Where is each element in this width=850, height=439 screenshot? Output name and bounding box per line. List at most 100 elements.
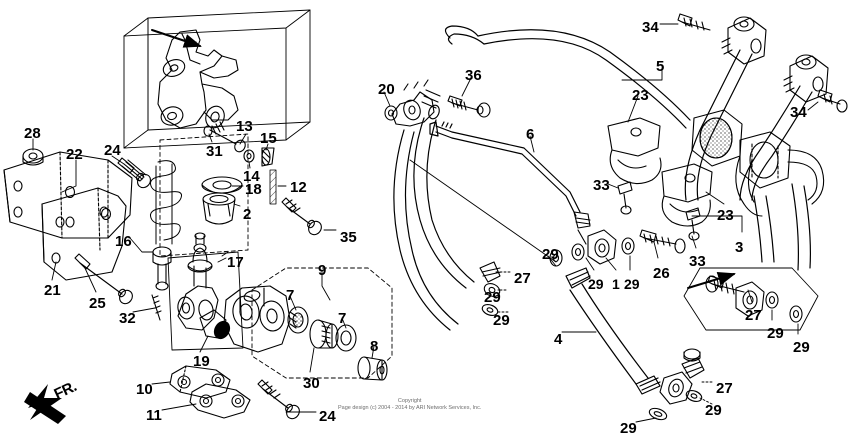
- callout-5: 5: [656, 58, 665, 75]
- part-36-bolt: [447, 95, 491, 118]
- callout-7b: 7: [338, 310, 347, 327]
- hose-left-descend: [413, 117, 475, 289]
- callout-28: 28: [24, 125, 41, 142]
- callout-12: 12: [290, 179, 307, 196]
- callout-1: 1: [612, 276, 620, 292]
- group-box-bottom-right: [683, 267, 819, 331]
- part-18-seal: [201, 176, 243, 194]
- banjo-set-right-upper: [705, 275, 803, 323]
- callout-20: 20: [378, 81, 395, 98]
- callout-29i: 29: [620, 420, 637, 437]
- hose-junction-block: [691, 109, 825, 217]
- callout-22: 22: [66, 146, 83, 163]
- direction-arrow-right: [687, 271, 736, 289]
- part-34a-bolt: [677, 13, 711, 31]
- part-24-bolt: [117, 157, 151, 189]
- part-25-bolt: [74, 253, 133, 305]
- callout-18: 18: [245, 181, 262, 198]
- callout-34a: 34: [642, 19, 659, 36]
- part-caliper: [223, 285, 291, 353]
- callout-27b: 27: [745, 307, 762, 324]
- bracket-22: [3, 151, 133, 239]
- part-14-ball: [243, 149, 255, 163]
- part-30-piston: [309, 319, 339, 349]
- group-box-17-solid: [167, 251, 244, 351]
- callout-9: 9: [318, 262, 327, 279]
- callout-23a: 23: [632, 87, 649, 104]
- bracket-21: [41, 187, 127, 281]
- callout-14: 14: [243, 168, 260, 185]
- callout-27c: 27: [716, 380, 733, 397]
- callout-29b: 29: [588, 276, 604, 292]
- part-7a-seal: [287, 306, 309, 334]
- hose-fitting-27-center: [479, 261, 502, 316]
- part-13-pin: [209, 121, 246, 153]
- callout-29f: 29: [767, 325, 784, 342]
- callout-33a: 33: [593, 177, 610, 194]
- callout-29c: 29: [624, 276, 640, 292]
- part-31-washer: [203, 125, 213, 137]
- callout-17: 17: [227, 254, 244, 271]
- part-29-washers-center: [549, 237, 635, 267]
- part-7b-seal: [335, 324, 357, 352]
- callout-4: 4: [554, 331, 563, 348]
- part-15-cap: [261, 147, 275, 167]
- callout-30: 30: [303, 375, 320, 392]
- part-6-pipe: [429, 121, 581, 217]
- part-24b-bolt: [257, 379, 300, 420]
- callout-29a: 29: [542, 246, 559, 263]
- hose-left-descend-2: [393, 129, 459, 331]
- hose-tails-right: [753, 183, 811, 271]
- callout-19: 19: [193, 353, 210, 370]
- part-1-banjo: [587, 229, 617, 265]
- callout-29e: 29: [493, 312, 510, 329]
- part-11-link: [189, 383, 251, 419]
- callout-7a: 7: [286, 287, 295, 304]
- callout-26: 26: [653, 265, 670, 282]
- part-23a-clamp: [607, 117, 662, 185]
- part-33a-bolt: [617, 181, 633, 215]
- fr-direction-arrow: [24, 384, 66, 424]
- callout-6: 6: [526, 126, 535, 143]
- part-12-strip: [269, 169, 277, 205]
- part-4-hose: [565, 267, 661, 395]
- callout-29d: 29: [484, 289, 501, 306]
- copyright-notice: Copyright Page design (c) 2004 - 2014 by…: [338, 398, 481, 412]
- hose-3: [739, 85, 813, 201]
- group-box-17: [159, 133, 249, 257]
- callout-24b: 24: [319, 408, 336, 425]
- copyright-heading: Copyright: [397, 398, 422, 404]
- leader-long: [409, 159, 557, 263]
- callout-36: 36: [465, 67, 482, 84]
- hose-fitting-pipe6-end: [573, 211, 591, 245]
- callout-33b: 33: [689, 253, 706, 270]
- part-23b-clamp: [661, 163, 713, 227]
- callout-34b: 34: [790, 104, 807, 121]
- master-cylinder-body: [157, 29, 239, 129]
- part-28-nut: [22, 148, 44, 166]
- part-2-cup: [202, 192, 236, 225]
- callout-35: 35: [340, 229, 357, 246]
- callout-3: 3: [735, 239, 744, 256]
- callout-24: 24: [104, 142, 121, 159]
- part-10-link: [169, 365, 231, 399]
- direction-arrow-top: [151, 29, 202, 48]
- callout-27a: 27: [514, 270, 531, 287]
- leader-lines: [32, 23, 819, 423]
- part-35-bolt: [281, 197, 322, 236]
- hose-5-top-fitting: [721, 16, 767, 65]
- hose-fitting-top-left: [391, 79, 441, 127]
- part-spring: [150, 160, 182, 245]
- callout-29g: 29: [793, 339, 810, 356]
- callout-23b: 23: [717, 207, 734, 224]
- hose-3-top-fitting: [783, 54, 829, 103]
- part-20-nut: [384, 105, 398, 121]
- callout-32: 32: [119, 310, 136, 327]
- callout-11: 11: [146, 407, 162, 424]
- callout-2: 2: [243, 206, 252, 223]
- part-8-bushing: [357, 356, 388, 381]
- part-valve-assembly: [177, 232, 219, 331]
- callout-16: 16: [115, 233, 132, 250]
